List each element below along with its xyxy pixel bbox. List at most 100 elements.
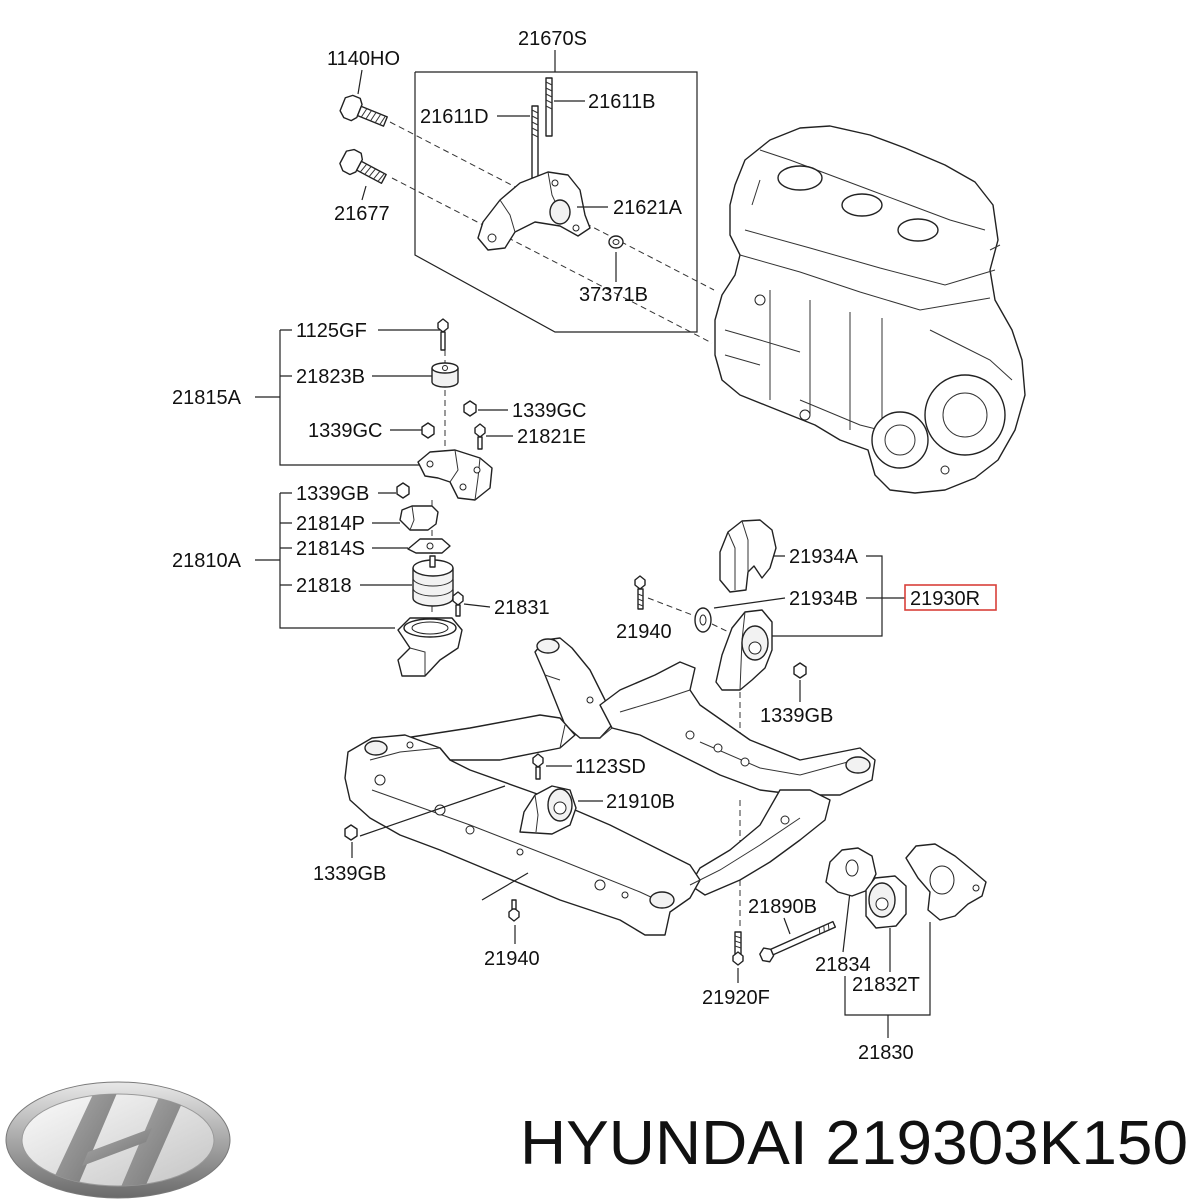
leader-lines-upper xyxy=(357,69,617,282)
group-bracket-21930R xyxy=(713,555,905,702)
bolt-21831-shank xyxy=(455,604,461,617)
washer-21934B-hole xyxy=(699,614,707,626)
bolt-thread xyxy=(359,163,385,182)
mount-21810A-assembly xyxy=(255,482,491,677)
nut-1339GB-left xyxy=(344,824,358,841)
subframe-rear-crossmember xyxy=(599,661,876,796)
callout-21830: 21830 xyxy=(858,1042,914,1064)
cylinder-head-port-2 xyxy=(841,193,883,217)
bolt-1140HO xyxy=(339,94,388,127)
mount-21818-ribs xyxy=(412,577,454,597)
bolt-21920F-thread xyxy=(734,935,742,949)
part-caption: HYUNDAI 219303K150 xyxy=(520,1109,1188,1178)
cylinder-head-port-3 xyxy=(897,218,939,242)
bolt-21940-thread xyxy=(637,593,644,607)
bracket-hole xyxy=(473,466,481,474)
front-subframe xyxy=(344,637,876,936)
nut-1339GC-right xyxy=(463,400,477,417)
timing-cover-large-inner xyxy=(942,392,988,438)
group-box-21670S xyxy=(414,50,698,333)
guide-line-21930R xyxy=(647,597,746,930)
callout-21611B: 21611B xyxy=(588,91,655,113)
subframe-hole xyxy=(780,815,790,825)
bracket-21830-bolt-hole xyxy=(972,884,980,892)
engine-bolt-hole xyxy=(799,409,811,421)
callout-21815A: 21815A xyxy=(172,387,242,409)
logo-h-crossbar xyxy=(82,1128,152,1166)
logo-h-right-stroke xyxy=(118,1094,186,1186)
subframe-hole xyxy=(516,848,524,856)
cylinder-head-port-1 xyxy=(777,165,823,191)
stud-21611B-thread xyxy=(545,81,553,110)
callout-21814S: 21814S xyxy=(296,538,365,560)
bolt-1123SD-shank xyxy=(535,766,541,780)
bolt-thread xyxy=(360,108,386,125)
bolt-1125GF-shank xyxy=(440,331,446,351)
subframe-hole xyxy=(621,891,629,899)
bolt-21940-head xyxy=(634,575,646,590)
callout-37371B: 37371B xyxy=(579,284,648,306)
engine-bolt-hole xyxy=(940,465,950,475)
bolt-21920F-head xyxy=(732,951,744,966)
bushing-21823B-hole xyxy=(442,365,448,371)
callout-labels: 21670S 1140HO 21611D 21611B 21677 21621A… xyxy=(172,28,980,1064)
mount-21810A-base-edge xyxy=(409,647,426,676)
subframe-hole xyxy=(594,879,606,891)
callout-21930R: 21930R xyxy=(910,588,980,610)
nut-1339GC-left xyxy=(421,422,435,439)
guide-line-bolt-21677 xyxy=(391,177,713,344)
bolt-thread xyxy=(818,923,830,935)
leader-lines-lower xyxy=(351,765,931,1038)
bracket-hole xyxy=(426,460,434,468)
subframe-front-crossmember xyxy=(344,734,701,936)
upper-bracket-assembly xyxy=(339,50,715,344)
bolt-shank xyxy=(770,920,837,956)
callout-1339GC-left: 1339GC xyxy=(308,420,383,442)
bracket-hole xyxy=(572,224,580,232)
group-bracket-21810A xyxy=(255,492,491,629)
logo-inner-field xyxy=(21,1093,215,1187)
bracket-hole xyxy=(487,233,497,243)
nut-1339GB-right xyxy=(793,662,807,679)
bracket-hole xyxy=(459,483,467,491)
subframe-hole xyxy=(465,825,475,835)
subframe-hole xyxy=(685,730,695,740)
crank-pulley-housing xyxy=(871,411,929,469)
subframe-hole xyxy=(406,741,414,749)
callout-21920F: 21920F xyxy=(702,987,770,1009)
callout-21677: 21677 xyxy=(334,203,390,225)
logo-h-mark xyxy=(52,1094,186,1186)
callout-1339GC-right: 1339GC xyxy=(512,400,587,422)
subframe-fasteners xyxy=(344,753,987,1038)
bolt-head xyxy=(759,947,775,963)
stud-21611D-thread xyxy=(531,109,539,138)
callout-21814P: 21814P xyxy=(296,513,365,535)
callout-1339GB-right: 1339GB xyxy=(760,705,833,727)
bushing-21832T-bore xyxy=(875,897,889,911)
nut-1339GB xyxy=(396,482,410,499)
callout-21810A: 21810A xyxy=(172,550,242,572)
bracket-21834-hole xyxy=(845,859,859,877)
bolt-1123SD-head xyxy=(532,753,544,768)
callout-21834: 21834 xyxy=(815,954,871,976)
timing-cover-large xyxy=(924,374,1006,456)
bolt-shank xyxy=(356,160,387,185)
callout-1339GB-left: 1339GB xyxy=(313,863,386,885)
highlight-box-21930R xyxy=(904,584,997,611)
bolt-21677 xyxy=(339,148,387,185)
mount-21815A-assembly xyxy=(255,318,513,501)
subframe-bushing-front-center xyxy=(649,891,675,909)
callout-21910B: 21910B xyxy=(606,791,675,813)
callout-21818: 21818 xyxy=(296,575,352,597)
bolt-1125GF-head xyxy=(437,318,449,333)
callout-21890B: 21890B xyxy=(748,896,817,918)
callout-21934B: 21934B xyxy=(789,588,858,610)
subframe-bushing-rear-left xyxy=(536,638,560,654)
bracket-21814P-edge xyxy=(409,505,415,531)
engine-block-details xyxy=(724,149,1013,441)
group-bracket-21815A xyxy=(255,329,513,466)
engine-block xyxy=(714,125,1026,494)
bolt-21821E-head xyxy=(474,423,486,438)
